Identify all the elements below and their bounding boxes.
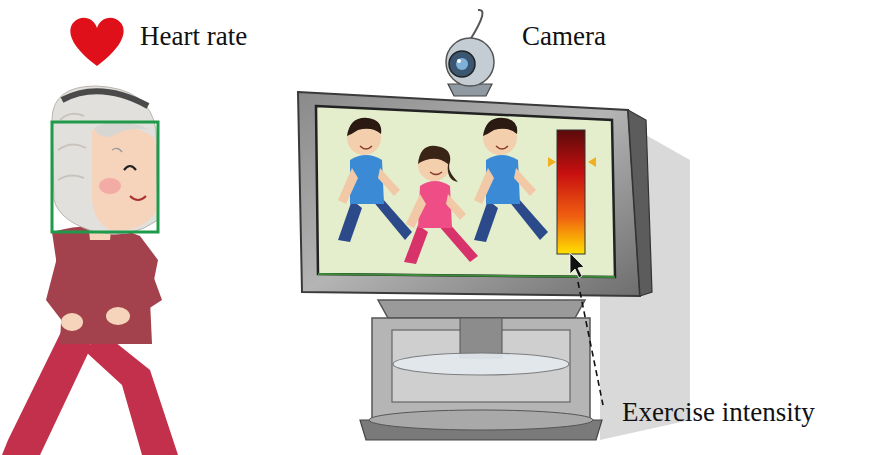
label-text: Camera bbox=[522, 20, 606, 52]
intensity-bar bbox=[557, 130, 585, 254]
intensity-marker bbox=[548, 157, 556, 167]
intensity-marker bbox=[588, 157, 596, 167]
heart-icon bbox=[70, 18, 123, 66]
screen-edge bbox=[318, 274, 615, 277]
label-text: Heart rate bbox=[140, 20, 247, 52]
label-text: Exercise intensity bbox=[622, 396, 815, 428]
tv-screen bbox=[316, 106, 615, 277]
instructor-center bbox=[404, 146, 478, 264]
camera-icon bbox=[446, 10, 494, 96]
tv-frame-side bbox=[628, 110, 652, 296]
instructor-right bbox=[474, 118, 548, 242]
face-detection-box bbox=[52, 122, 158, 232]
tv-frame bbox=[298, 92, 640, 296]
elderly-woman bbox=[2, 86, 178, 455]
cursor-arrow bbox=[570, 253, 584, 278]
tv-stand bbox=[360, 300, 602, 440]
leader-line bbox=[578, 282, 603, 405]
instructor-left bbox=[338, 118, 412, 242]
